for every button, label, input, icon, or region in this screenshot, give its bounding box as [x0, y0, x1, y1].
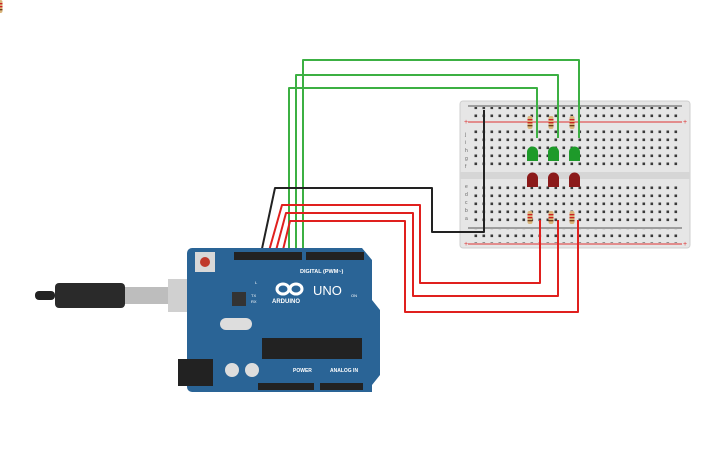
black-wire[interactable] [259, 110, 485, 259]
led-on-label: ON [351, 293, 357, 298]
analog-header[interactable] [320, 383, 363, 390]
row-label: a [465, 216, 468, 222]
plus-rail-label: + [683, 241, 687, 248]
resistor[interactable] [527, 116, 533, 129]
resistors[interactable] [0, 0, 575, 224]
leds [527, 146, 580, 188]
arduino-logo-icon [275, 282, 304, 296]
row-label: h [465, 148, 468, 154]
resistor[interactable] [569, 211, 575, 224]
row-label: f [465, 164, 467, 170]
red-wire[interactable] [280, 220, 579, 313]
arduino-uno[interactable]: DIGITAL (PWM~) ARDUINO UNO L TX RX ON PO… [178, 248, 380, 392]
red-wire[interactable] [273, 212, 559, 297]
red-led[interactable] [569, 172, 580, 188]
green-led[interactable] [569, 146, 580, 162]
arduino-brand: ARDUINO [272, 299, 300, 305]
led-l-label: L [255, 280, 258, 285]
resistor[interactable] [569, 116, 575, 129]
power-jack[interactable] [178, 359, 213, 386]
digital-label: DIGITAL (PWM~) [300, 269, 344, 275]
row-label: i [465, 140, 466, 146]
plus-rail-label: + [464, 241, 468, 248]
led-rx-label: RX [251, 299, 257, 304]
arduino-model: UNO [313, 283, 342, 298]
green-wire[interactable] [302, 59, 580, 258]
red-led[interactable] [527, 172, 538, 188]
green-wire[interactable] [295, 74, 559, 258]
row-label: e [465, 184, 468, 190]
plus-rail-label: + [683, 119, 687, 126]
green-led[interactable] [527, 146, 538, 162]
row-label: b [465, 208, 468, 214]
led-tx-label: TX [251, 293, 256, 298]
row-label: g [465, 156, 468, 162]
red-led[interactable] [548, 172, 559, 188]
green-led[interactable] [548, 146, 559, 162]
resistor[interactable] [548, 116, 554, 129]
power-label: POWER [293, 368, 312, 374]
power-header[interactable] [258, 383, 314, 390]
usb-cable[interactable] [35, 279, 196, 312]
analog-label: ANALOG IN [330, 368, 358, 374]
digital-header[interactable] [306, 252, 364, 260]
plus-rail-label: + [464, 119, 468, 126]
green-wire[interactable] [288, 87, 538, 258]
digital-header[interactable] [234, 252, 302, 260]
resistor[interactable] [548, 211, 554, 224]
row-label: c [465, 200, 468, 206]
red-wire[interactable] [266, 204, 541, 284]
resistor[interactable] [527, 211, 533, 224]
crystal [220, 318, 252, 330]
atmega-chip [262, 338, 362, 359]
row-label: d [465, 192, 468, 198]
row-label: j [464, 132, 466, 138]
